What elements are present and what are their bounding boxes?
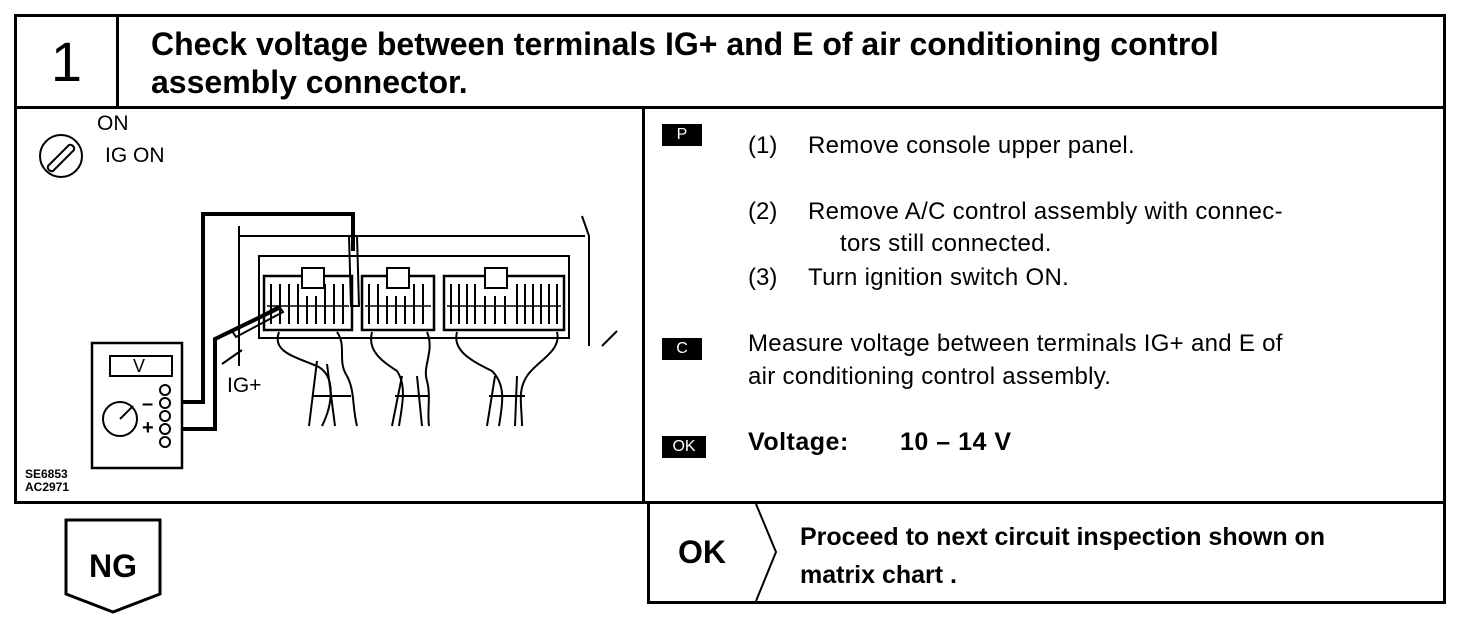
step1-number: (1)	[748, 132, 778, 159]
connector-2	[360, 267, 436, 332]
ok-message-line2: matrix chart .	[800, 561, 958, 589]
check-text-line1: Measure voltage between terminals IG+ an…	[748, 330, 1283, 357]
ok-spec-badge: OK	[662, 436, 706, 458]
wiring-illustration: ON IG ON V IG+ – + SE6853 AC2971	[17, 106, 645, 504]
check-badge: C	[662, 338, 702, 360]
step3-text: Turn ignition switch ON.	[808, 264, 1070, 291]
step2-text-line1: Remove A/C control assembly with connec-	[808, 198, 1283, 225]
ng-label: NG	[89, 548, 137, 584]
spec-label: Voltage:	[748, 428, 849, 456]
ok-result-block: OK Proceed to next circuit inspection sh…	[647, 504, 1446, 604]
wire-harnesses	[276, 331, 559, 427]
connector-3	[442, 267, 566, 332]
step1-text: Remove console upper panel.	[808, 132, 1135, 159]
control-assembly-body	[221, 215, 618, 366]
ok-message: Proceed to next circuit inspection shown…	[800, 518, 1440, 594]
illustration-drawing	[39, 134, 618, 470]
ok-label: OK	[678, 534, 726, 570]
voltmeter-icon	[90, 341, 184, 470]
step2-number: (2)	[748, 198, 778, 225]
step-title-line1: Check voltage between terminals IG+ and …	[151, 26, 1219, 62]
check-text-line2: air conditioning control assembly.	[748, 363, 1112, 390]
ng-arrow-shape	[64, 518, 162, 614]
step-number: 1	[50, 29, 83, 93]
meter-plus-sign: +	[142, 417, 154, 439]
meter-unit-label: V	[133, 356, 146, 376]
switch-ig-on-label: IG ON	[105, 144, 165, 167]
ignition-switch-icon	[39, 134, 83, 178]
step-number-cell: 1	[17, 17, 119, 106]
figure-code: SE6853 AC2971	[25, 468, 69, 494]
connector-1	[262, 267, 354, 332]
spec-value: 10 – 14 V	[900, 428, 1012, 456]
prep-badge: P	[662, 124, 702, 146]
step2-text-line2: tors still connected.	[840, 230, 1052, 257]
step-header: 1 Check voltage between terminals IG+ an…	[17, 17, 1443, 109]
inspection-step-frame: 1 Check voltage between terminals IG+ an…	[14, 14, 1446, 504]
ok-chevron-divider	[755, 504, 778, 601]
figure-code-line2: AC2971	[25, 480, 70, 494]
ok-message-line1: Proceed to next circuit inspection shown…	[800, 523, 1326, 551]
test-probes	[230, 235, 361, 339]
step-title-line2: assembly connector.	[151, 64, 468, 100]
ng-result-block: NG	[64, 518, 162, 614]
figure-code-line1: SE6853	[25, 467, 68, 481]
switch-on-label: ON	[97, 112, 129, 135]
terminal-ig-plus-label: IG+	[227, 374, 262, 397]
step3-number: (3)	[748, 264, 778, 291]
meter-minus-sign: –	[142, 393, 154, 415]
step-title: Check voltage between terminals IG+ and …	[151, 25, 1421, 101]
instructions-panel: P (1) Remove console upper panel. (2) Re…	[648, 106, 1446, 504]
